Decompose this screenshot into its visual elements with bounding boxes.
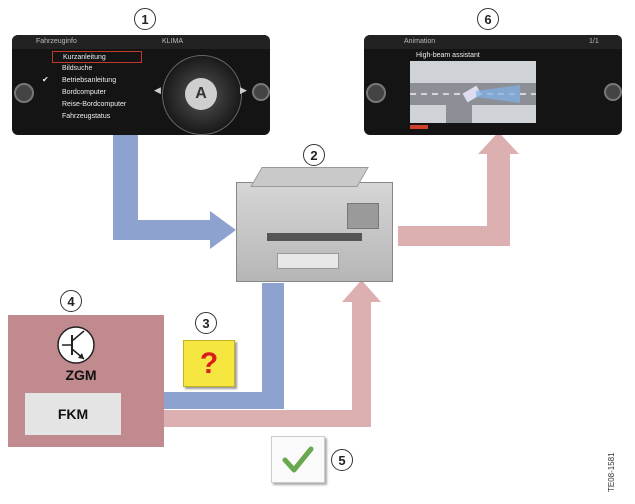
- screen1-menu-item-5: Reise-Bordcomputer: [62, 101, 127, 108]
- callout-5: 5: [331, 449, 353, 471]
- arrow-screen1-to-cu-horizontal: [113, 220, 213, 240]
- checkmark-icon: ✔: [42, 75, 49, 84]
- arrow-screen1-to-cu-head: [210, 211, 236, 249]
- arrow-cu-to-screen6-horizontal: [398, 226, 510, 246]
- screen1-controller-ring: [162, 55, 242, 135]
- screen1-left-knob: [14, 83, 34, 103]
- control-unit-slot: [267, 233, 362, 241]
- right-arrow-icon: ▶: [240, 85, 247, 95]
- callout-1: 1: [134, 8, 156, 30]
- screen6-progress-bar: [410, 125, 428, 129]
- arrow-fkm-to-cu-vertical: [352, 300, 371, 427]
- screen6-header-left: Animation: [404, 38, 436, 45]
- control-unit-connector: [347, 203, 379, 229]
- transistor-icon: [57, 326, 95, 364]
- fkm-module: FKM: [25, 393, 121, 435]
- arrow-fkm-to-cu-head: [342, 280, 381, 302]
- screen1-menu-item-6: Fahrzeugstatus: [62, 113, 111, 120]
- control-unit-head-unit: [236, 173, 393, 282]
- screen6-left-knob: [366, 83, 386, 103]
- callout-3: 3: [195, 312, 217, 334]
- screen6-header-right: 1/1: [589, 38, 599, 45]
- transistor-symbol: [56, 325, 96, 370]
- screen-6-animation: Animation 1/1 High-beam assistant: [364, 35, 622, 135]
- screen1-knob-letter: A: [195, 85, 207, 102]
- arrow-cu-to-fkm-horizontal: [140, 392, 284, 409]
- screen1-menu-item-4: Bordcomputer: [62, 89, 106, 96]
- callout-6: 6: [477, 8, 499, 30]
- screen6-header: Animation 1/1: [364, 35, 622, 49]
- road-animation-image: [410, 61, 536, 123]
- screen1-menu-item-2: Bildsuche: [62, 65, 93, 72]
- question-mark-icon: ?: [183, 340, 235, 387]
- screen1-header-right: KLIMA: [162, 38, 184, 45]
- zgm-label: ZGM: [65, 367, 97, 383]
- screen1-menu-item-1: Kurzanleitung: [52, 51, 142, 63]
- callout-4: 4: [60, 290, 82, 312]
- arrow-fkm-to-cu-horizontal: [121, 410, 371, 427]
- screen1-controller-center: A: [185, 78, 217, 110]
- screen1-menu-item-3: Betriebsanleitung: [62, 77, 117, 84]
- arrow-cu-to-fkm-vertical: [262, 283, 284, 409]
- control-unit-front-plate: [277, 253, 339, 269]
- screen1-header-left: Fahrzeuginfo: [36, 38, 77, 45]
- checkmark-icon: [282, 446, 314, 473]
- screen-1-menu: Fahrzeuginfo KLIMA Kurzanleitung Bildsuc…: [12, 35, 270, 135]
- screen1-right-knob: [252, 83, 270, 101]
- screen6-right-knob: [604, 83, 622, 101]
- screen6-title: High-beam assistant: [416, 52, 480, 59]
- arrow-cu-to-screen6-head: [478, 132, 519, 154]
- arrow-cu-to-screen6-vertical: [487, 150, 510, 246]
- checkmark-box: [271, 436, 325, 483]
- document-id: TE08-1581: [607, 452, 616, 492]
- left-arrow-icon: ◀: [154, 85, 161, 95]
- callout-2: 2: [303, 144, 325, 166]
- control-unit-top: [250, 167, 369, 187]
- screen1-header: Fahrzeuginfo KLIMA: [12, 35, 270, 49]
